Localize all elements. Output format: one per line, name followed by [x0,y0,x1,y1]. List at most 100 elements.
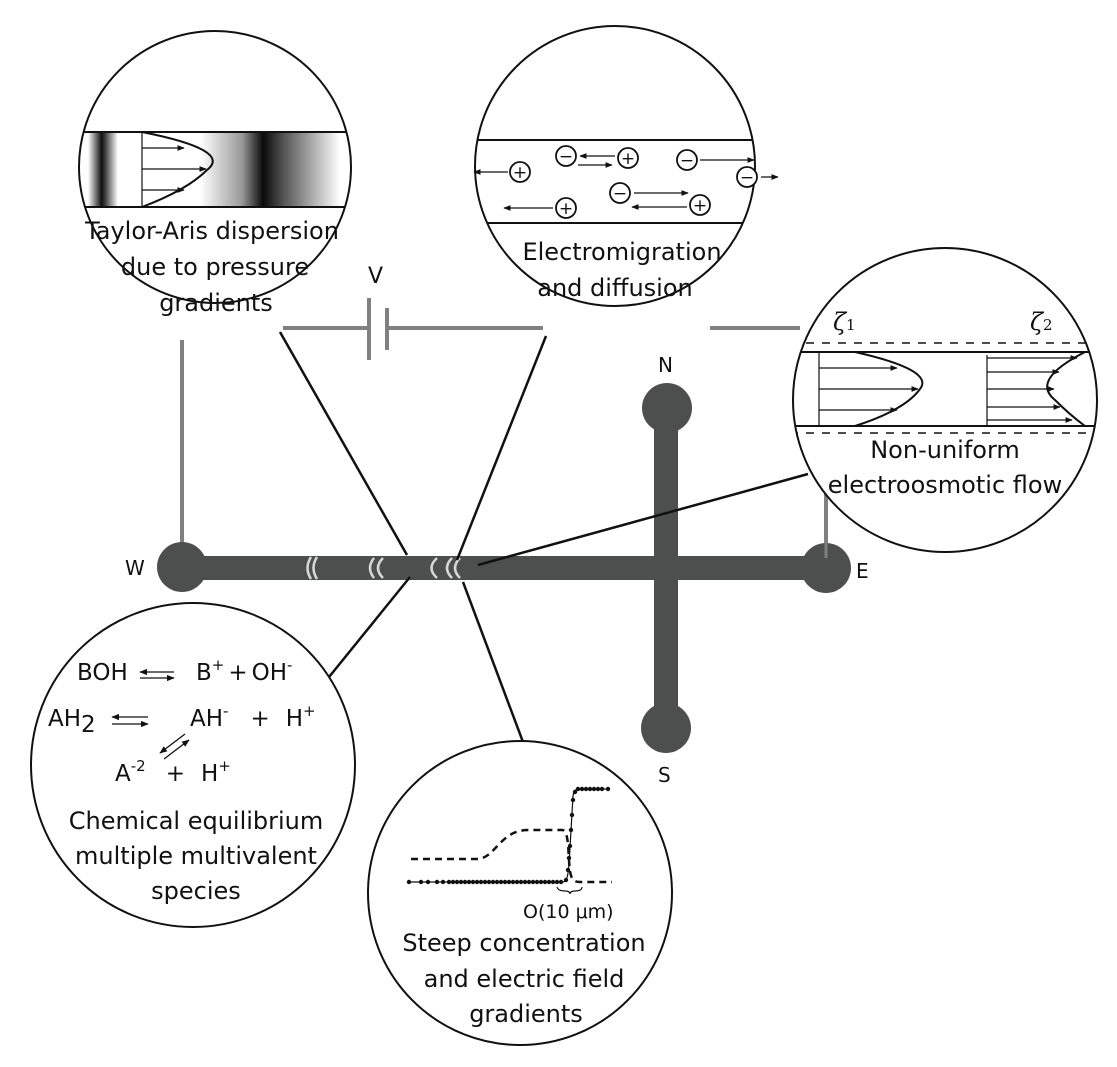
channel-vertical [654,408,678,726]
data-point [406,879,412,885]
caption-line: electroosmotic flow [828,471,1062,499]
caption-line: species [151,877,241,905]
concentration-points [406,786,611,885]
caption-line: and diffusion [537,274,693,302]
port-label-north: N [658,353,673,377]
data-point [567,843,573,849]
data-point [546,879,552,885]
reaction-2-products: AH-+H+ [190,702,316,732]
caption-line: gradients [159,289,273,317]
data-point [434,879,440,885]
caption-line: Taylor-Aris dispersion [84,217,339,245]
positive-ion-icon: + [631,194,711,216]
data-point [490,879,496,885]
callout-electroosmotic [477,472,809,567]
data-point [514,879,520,885]
band [376,557,384,579]
data-point [583,786,589,792]
electric-field-curve [411,828,612,884]
data-point [563,877,569,883]
data-point [566,855,572,861]
channel-horizontal [182,556,828,580]
data-point [482,879,488,885]
data-point [565,867,571,873]
data-point [569,812,575,818]
reservoir-north [642,383,692,433]
svg-text:−: − [613,184,627,204]
zeta1-label: ζ1 [833,308,856,336]
data-point [440,879,446,885]
data-point [510,879,516,885]
reaction-3-products: A-2+H+ [115,757,231,787]
band [312,556,319,580]
data-point [570,797,576,803]
equilibrium-arrows-icon [111,713,149,728]
svg-text:−: − [680,151,694,171]
inset-circle [367,740,673,1046]
negative-ion-icon: − [609,182,689,204]
inset-electromigration: ++−+−−+− Electromigration and diffusion [473,25,779,307]
data-point [470,879,476,885]
data-point [462,879,468,885]
data-point [518,879,524,885]
ions: + + − + − − + − [473,145,779,219]
svg-text:+: + [693,196,707,216]
profile-zeta1 [818,351,924,427]
data-point [575,786,581,792]
caption-line: Steep concentration [402,929,645,957]
data-point [587,786,593,792]
negative-ion-icon: − [555,145,613,168]
negative-ion-icon: − [736,166,779,188]
reservoir-south [641,703,691,753]
data-point [538,879,544,885]
equilibrium-arrows-icon [139,668,175,682]
inset-circle [792,247,1098,553]
data-point [554,879,560,885]
data-point [458,879,464,885]
callout-steep [461,581,525,743]
reaction-1-products: B++OH- [196,656,292,686]
scale-label: O(10 μm) [523,901,614,923]
inset-taylor-aris: Taylor-Aris dispersion due to pressure g… [78,30,352,317]
inset-chemical-equilibrium: BOH B++OH- AH2 AH-+H+ A-2+H+ Chemical eq… [30,602,356,928]
band [445,557,453,579]
svg-text:+: + [621,149,635,169]
zeta2-label: ζ2 [1030,308,1053,336]
data-point [418,879,424,885]
data-point [486,879,492,885]
svg-text:+: + [513,163,527,183]
callout-lines [278,331,809,743]
data-point [425,879,431,885]
dispersed-band-right [200,132,340,207]
inset-electroosmotic: ζ1 ζ2 Non-uniform electroosmotic flow [792,247,1098,553]
data-point [466,879,472,885]
data-point [579,786,585,792]
data-point [599,786,605,792]
data-point [605,786,611,792]
reservoir-west [157,542,207,592]
electrical-wiring [180,326,828,558]
data-point [534,879,540,885]
data-point [478,879,484,885]
caption-line: due to pressure [121,253,309,281]
data-point [506,879,512,885]
reservoir-east [801,543,851,593]
svg-text:−: − [740,168,754,188]
positive-ion-icon: + [503,197,577,219]
data-point [446,879,452,885]
inset-circle [30,602,356,928]
caption-line: gradients [469,1000,583,1028]
data-point [526,879,532,885]
data-point [595,786,601,792]
band [453,557,461,579]
positive-ion-icon: + [579,147,639,169]
positive-ion-icon: + [473,161,531,183]
reaction-2-reactant: AH2 [48,706,96,738]
data-point [572,789,578,795]
caption-line: Non-uniform [870,436,1020,464]
inset-circle [474,25,756,307]
profile-zeta2 [986,351,1086,427]
data-point [542,879,548,885]
svg-text:−: − [559,147,573,167]
inset-steep-gradients: O(10 μm) Steep concentration and electri… [367,740,673,1046]
